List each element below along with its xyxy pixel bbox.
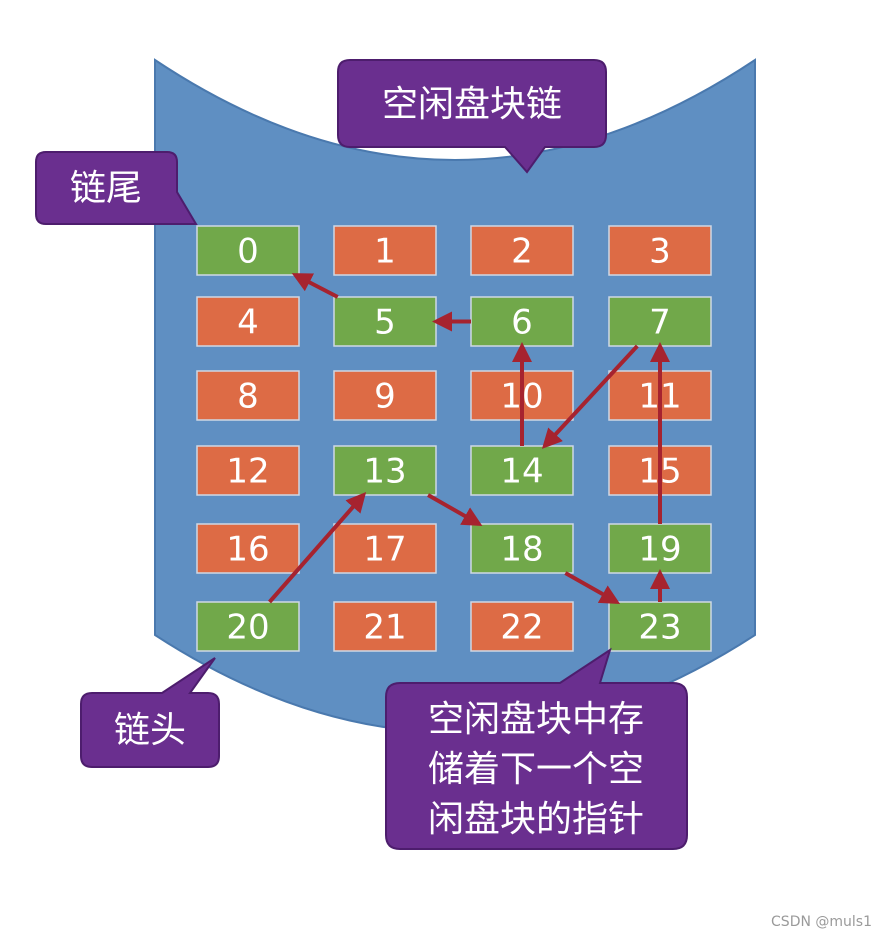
- disk-block-label: 8: [237, 377, 259, 417]
- disk-block-4: 4: [196, 296, 300, 347]
- disk-block-14: 14: [470, 445, 574, 496]
- disk-block-16: 16: [196, 523, 300, 574]
- disk-block-rect: [608, 601, 712, 652]
- disk-block-rect: [470, 225, 574, 276]
- disk-block-label: 22: [500, 608, 543, 648]
- callout-head: 链头: [80, 657, 220, 768]
- disk-block-22: 22: [470, 601, 574, 652]
- callout-tail-text: 链尾: [70, 168, 142, 209]
- callout-title-shape: [337, 59, 607, 174]
- disk-block-17: 17: [333, 523, 437, 574]
- disk-block-5: 5: [333, 296, 437, 347]
- disk-block-label: 4: [237, 303, 259, 343]
- disk-block-rect: [333, 296, 437, 347]
- chain-arrow-18-to-23: [564, 571, 621, 604]
- disk-block-label: 12: [226, 452, 269, 492]
- callout-note-line-1: 空闲盘块中存: [428, 699, 644, 740]
- disk-block-label: 0: [237, 232, 259, 272]
- disk-block-7: 7: [608, 296, 712, 347]
- disk-block-6: 6: [470, 296, 574, 347]
- disk-block-rect: [470, 601, 574, 652]
- disk-block-rect: [333, 523, 437, 574]
- disk-block-label: 5: [374, 303, 396, 343]
- chain-arrow-5-to-0: [291, 273, 339, 299]
- disk-block-rect: [333, 445, 437, 496]
- disk-block-1: 1: [333, 225, 437, 276]
- disk-block-8: 8: [196, 370, 300, 421]
- disk-block-label: 1: [374, 232, 396, 272]
- disk-block-label: 17: [363, 530, 406, 570]
- chain-arrows: [268, 273, 670, 604]
- callout-note-shape: [385, 647, 688, 850]
- disk-block-18: 18: [470, 523, 574, 574]
- disk-block-0: 0: [196, 225, 300, 276]
- watermark: CSDN @muls1: [771, 914, 872, 930]
- disk-block-label: 20: [226, 608, 269, 648]
- disk-block-label: 16: [226, 530, 269, 570]
- callout-head-shape: [80, 657, 220, 768]
- callout-note-line-3: 闲盘块的指针: [428, 799, 644, 840]
- disk-block-label: 23: [638, 608, 681, 648]
- disk-block-label: 21: [363, 608, 406, 648]
- disk-block-label: 19: [638, 530, 681, 570]
- disk-block-label: 6: [511, 303, 533, 343]
- disk-block-label: 9: [374, 377, 396, 417]
- chain-arrow-13-to-18: [427, 493, 483, 526]
- disk-block-rect: [196, 296, 300, 347]
- callout-note: 空闲盘块中存 储着下一个空 闲盘块的指针: [385, 647, 688, 850]
- disk-block-20: 20: [196, 601, 300, 652]
- disk-block-rect: [333, 225, 437, 276]
- disk-block-label: 13: [363, 452, 406, 492]
- disk-block-label: 2: [511, 232, 533, 272]
- disk-block-label: 3: [649, 232, 671, 272]
- disk-block-rect: [196, 523, 300, 574]
- disk-block-rect: [608, 296, 712, 347]
- disk-block-rect: [608, 225, 712, 276]
- disk-block-23: 23: [608, 601, 712, 652]
- disk-block-rect: [470, 445, 574, 496]
- disk-block-rect: [196, 601, 300, 652]
- disk-block-rect: [333, 601, 437, 652]
- disk-block-9: 9: [333, 370, 437, 421]
- disk-block-2: 2: [470, 225, 574, 276]
- disk-block-rect: [333, 370, 437, 421]
- disk-block-12: 12: [196, 445, 300, 496]
- callout-tail: 链尾: [35, 151, 198, 225]
- callout-note-line-2: 储着下一个空: [428, 749, 644, 790]
- callout-head-text: 链头: [114, 710, 186, 751]
- disk-block-rect: [196, 445, 300, 496]
- chain-arrow-20-to-13: [268, 491, 367, 604]
- disk-block-19: 19: [608, 523, 712, 574]
- disk-block-13: 13: [333, 445, 437, 496]
- callout-title-text: 空闲盘块链: [382, 84, 562, 125]
- disk-block-rect: [196, 225, 300, 276]
- disk-block-rect: [470, 296, 574, 347]
- callout-title: 空闲盘块链: [337, 59, 607, 174]
- chain-arrow-7-to-14: [541, 344, 639, 449]
- disk-block-label: 14: [500, 452, 543, 492]
- disk-block-rect: [196, 370, 300, 421]
- disk-block-label: 7: [649, 303, 671, 343]
- disk-block-rect: [470, 523, 574, 574]
- disk-block-21: 21: [333, 601, 437, 652]
- disk-block-3: 3: [608, 225, 712, 276]
- callout-tail-shape: [35, 151, 198, 225]
- disk-block-label: 18: [500, 530, 543, 570]
